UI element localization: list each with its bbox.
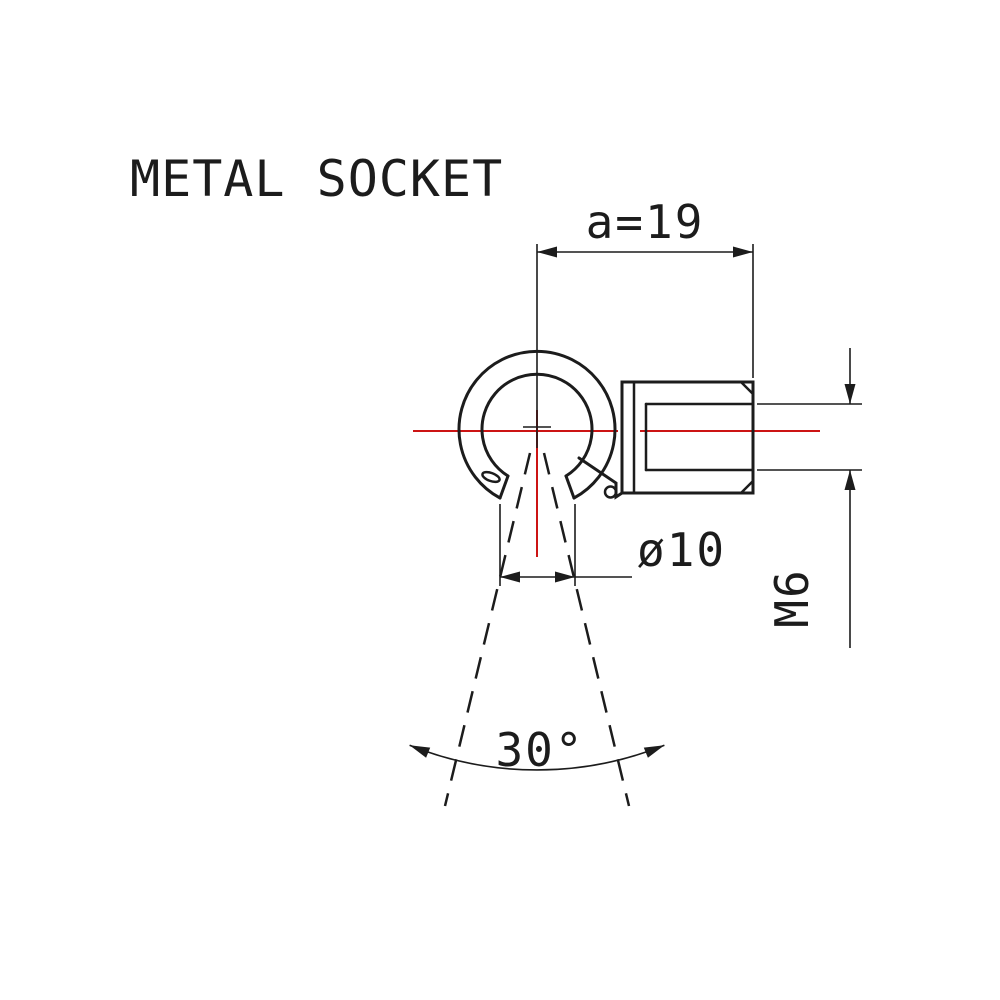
dimension-a-arrow-right xyxy=(733,246,753,258)
dimension-thread-arrow-top xyxy=(844,384,856,404)
swing-angle-arrow-left xyxy=(409,745,431,758)
latch-pin xyxy=(603,485,618,499)
eye-outer-arc xyxy=(457,349,617,500)
dimension-thread-label: M6 xyxy=(765,568,819,627)
dimension-a-arrow-left xyxy=(537,246,557,258)
swing-angle-label: 30° xyxy=(495,723,584,777)
body-outline xyxy=(620,380,755,495)
socket-body xyxy=(620,380,755,495)
eye-inner-arc xyxy=(480,372,594,478)
dimension-thread-arrow-bottom xyxy=(844,470,856,490)
eye-opening-edge-left xyxy=(498,474,510,500)
swing-angle-arrow-right xyxy=(643,745,665,758)
body-chamfer-bottom xyxy=(739,479,755,495)
body-chamfer-top xyxy=(739,380,755,396)
swing-cone-dashed-left xyxy=(443,452,532,807)
dimension-a-label: a=19 xyxy=(586,195,705,249)
dimension-diameter-label: ø10 xyxy=(637,523,726,577)
dimension-thread: M6 xyxy=(757,348,862,648)
eye-slot xyxy=(481,470,501,484)
dimension-diameter-arrow-left xyxy=(500,571,520,583)
swing-cone: 30° xyxy=(409,452,665,807)
drawing-title: METAL SOCKET xyxy=(130,150,503,208)
dimension-diameter-arrow-right xyxy=(555,571,575,583)
socket-eye xyxy=(457,349,624,500)
dimension-diameter: ø10 xyxy=(499,504,726,586)
eye-opening-edge-right xyxy=(564,474,576,500)
swing-cone-dashed-right xyxy=(542,452,631,807)
dimension-a: a=19 xyxy=(523,195,754,448)
swing-angle-arc xyxy=(409,744,665,771)
